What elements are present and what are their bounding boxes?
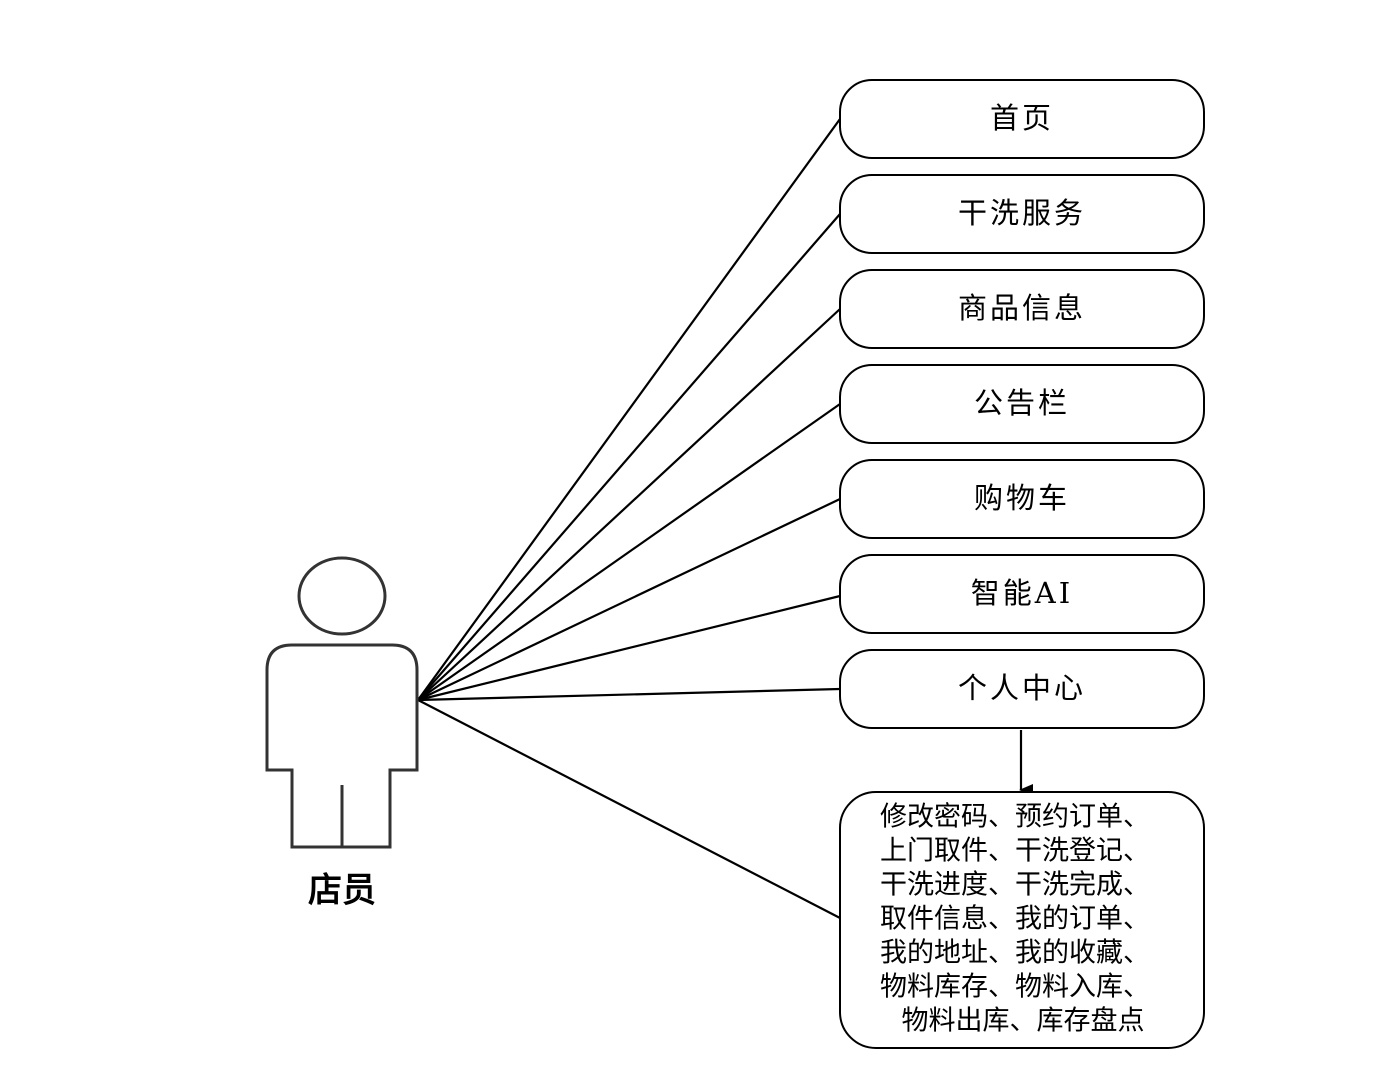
use-case-profile: 个人中心 (839, 649, 1205, 729)
connector-cart (417, 498, 841, 701)
connector-dry-clean (417, 213, 841, 701)
sub-functions-line: 修改密码、预约订单、 (880, 802, 1150, 833)
use-case-label: 商品信息 (958, 291, 1086, 325)
use-case-label: 个人中心 (958, 671, 1086, 705)
use-case-cart: 购物车 (839, 459, 1205, 539)
sub-functions-line: 我的地址、我的收藏、 (880, 938, 1150, 969)
sub-functions-line: 物料出库、库存盘点 (902, 1006, 1145, 1037)
connector-home (417, 118, 841, 701)
connectors (417, 118, 1033, 919)
connector-sub-functions (417, 699, 841, 919)
sub-functions-box: 修改密码、预约订单、 上门取件、干洗登记、 干洗进度、干洗完成、 取件信息、我的… (839, 791, 1205, 1049)
sub-functions-line: 物料库存、物料入库、 (880, 972, 1150, 1003)
use-case-dry-clean: 干洗服务 (839, 174, 1205, 254)
connector-profile (417, 687, 841, 702)
use-case-ai: 智能AI (839, 554, 1205, 634)
actor-label: 店员 (308, 871, 376, 911)
connector-products (417, 308, 841, 701)
sub-functions-line: 上门取件、干洗登记、 (880, 836, 1150, 867)
actor-body (265, 643, 419, 849)
sub-functions-line: 干洗进度、干洗完成、 (880, 870, 1150, 901)
use-case-products: 商品信息 (839, 269, 1205, 349)
connector-notice (417, 403, 841, 701)
use-case-label: 首页 (990, 101, 1054, 135)
use-case-label: 公告栏 (974, 386, 1070, 420)
use-case-home: 首页 (839, 79, 1205, 159)
actor-clerk: 店员 (265, 556, 419, 911)
actor-head (297, 556, 387, 636)
use-case-label: 购物车 (974, 481, 1070, 515)
sub-functions-line: 取件信息、我的订单、 (880, 904, 1150, 935)
use-case-label: 干洗服务 (958, 196, 1086, 230)
connector-ai (417, 594, 841, 702)
use-case-label: 智能AI (971, 576, 1073, 610)
use-case-notice: 公告栏 (839, 364, 1205, 444)
